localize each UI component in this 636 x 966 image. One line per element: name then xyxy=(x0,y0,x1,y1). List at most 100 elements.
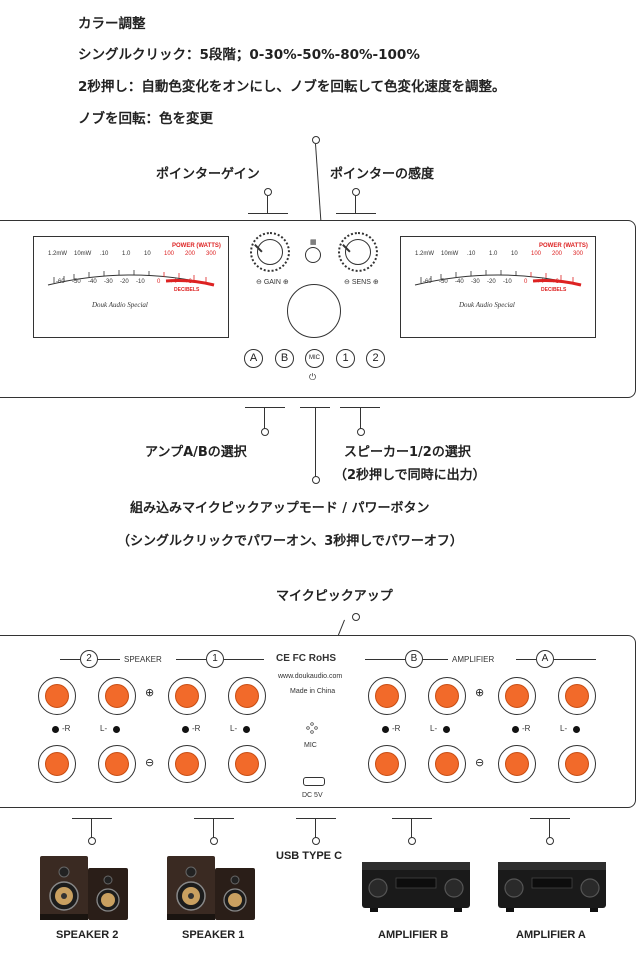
amp-a-r-minus-terminal[interactable] xyxy=(498,745,536,783)
db-label: -10 xyxy=(503,279,512,285)
db-label: 0 xyxy=(524,279,528,285)
vu-meter-right: POWER (WATTS) 1.2mW 10mW .10 1.0 10 100 … xyxy=(400,236,596,338)
color-adjust-button[interactable] xyxy=(305,247,321,263)
speaker-2-caption: SPEAKER 2 xyxy=(56,929,119,941)
tick-label: 200 xyxy=(552,251,563,257)
leader-dot xyxy=(312,837,320,845)
tick-label: 1.0 xyxy=(489,251,498,257)
l-label: L- xyxy=(230,724,238,733)
amp-a-l-plus-terminal[interactable] xyxy=(558,677,596,715)
db-label: -50 xyxy=(439,279,448,285)
knob-body xyxy=(257,239,283,265)
mic-power-button[interactable]: MIC xyxy=(305,349,324,368)
speaker-1-l-plus-terminal[interactable] xyxy=(228,677,266,715)
tick-label: .10 xyxy=(100,251,109,257)
db-label: -40 xyxy=(455,279,464,285)
speaker-2-button[interactable]: 2 xyxy=(366,349,385,368)
group-line xyxy=(224,659,264,661)
speaker-1-r-minus-terminal[interactable] xyxy=(168,745,206,783)
db-label: +4 xyxy=(537,279,544,285)
amp-b-button[interactable]: B xyxy=(275,349,294,368)
group-line xyxy=(176,659,206,661)
speaker-2-r-minus-terminal[interactable] xyxy=(38,745,76,783)
leader-line xyxy=(267,196,269,214)
db-label: +6 xyxy=(185,279,192,285)
leader-dot xyxy=(261,428,269,436)
speaker-2-l-plus-terminal[interactable] xyxy=(98,677,136,715)
tick-label: 10 xyxy=(144,251,151,257)
speaker-1-image xyxy=(167,856,255,920)
leader-line xyxy=(336,213,376,215)
db-label: -40 xyxy=(88,279,97,285)
tick-label: 10mW xyxy=(441,251,459,257)
amp-a-r-plus-terminal[interactable] xyxy=(498,677,536,715)
amplifier-group-label: AMPLIFIER xyxy=(452,655,495,664)
plus-icon: ⊕ xyxy=(145,686,155,699)
sens-text: ⊖ SENS ⊕ xyxy=(344,279,379,286)
db-label: -50 xyxy=(72,279,81,285)
polarity-dot xyxy=(243,726,250,733)
mic-pickup-label: マイクピックアップ xyxy=(276,589,393,604)
tick-label: 1.2mW xyxy=(48,251,68,257)
leader-line xyxy=(91,818,93,838)
group-line xyxy=(98,659,120,661)
speaker-2-badge: 2 xyxy=(80,650,98,668)
hold-text: 2秒押し：自動色変化をオンにし、ノブを回転して色変化速度を調整。 xyxy=(78,79,506,95)
amp-b-l-minus-terminal[interactable] xyxy=(428,745,466,783)
mic-holes-icon xyxy=(306,722,318,734)
amplifier-a-badge: A xyxy=(536,650,554,668)
amplifier-a-image xyxy=(498,862,606,912)
minus-icon: ⊖ xyxy=(475,756,485,769)
tick-label: 10 xyxy=(511,251,518,257)
r-label: -R xyxy=(192,724,201,733)
db-label: -30 xyxy=(104,279,113,285)
speaker-1-button[interactable]: 1 xyxy=(336,349,355,368)
meter-brand: Douk Audio Special xyxy=(459,301,515,309)
l-label: L- xyxy=(430,724,438,733)
tick-label: 200 xyxy=(185,251,196,257)
db-label: -60 xyxy=(423,279,432,285)
amplifier-b-image xyxy=(362,862,470,912)
sens-knob[interactable] xyxy=(338,232,378,272)
leader-dot xyxy=(408,837,416,845)
speaker-2-r-plus-terminal[interactable] xyxy=(38,677,76,715)
tick-label: 1.2mW xyxy=(415,251,435,257)
polarity-dot xyxy=(573,726,580,733)
pointer-sensitivity-label: ポインターの感度 xyxy=(330,167,435,182)
pointer-gain-label: ポインターゲイン xyxy=(156,167,260,182)
leader-dot xyxy=(312,476,320,484)
amp-a-l-minus-terminal[interactable] xyxy=(558,745,596,783)
speaker-1-l-minus-terminal[interactable] xyxy=(228,745,266,783)
l-label: L- xyxy=(560,724,568,733)
polarity-dot xyxy=(512,726,519,733)
amp-b-r-plus-terminal[interactable] xyxy=(368,677,406,715)
certification-marks: CE FC RoHS xyxy=(276,653,336,664)
group-line xyxy=(365,659,405,661)
speaker-1-r-plus-terminal[interactable] xyxy=(168,677,206,715)
leader-line xyxy=(248,213,288,215)
leader-line xyxy=(549,818,551,838)
amp-b-l-plus-terminal[interactable] xyxy=(428,677,466,715)
group-line xyxy=(60,659,80,661)
tick-label: 300 xyxy=(573,251,584,257)
leader-dot xyxy=(546,837,554,845)
group-line xyxy=(423,659,448,661)
decibels-label: DECIBELS xyxy=(541,287,567,293)
amp-b-r-minus-terminal[interactable] xyxy=(368,745,406,783)
knob-body xyxy=(345,239,371,265)
leader-dot xyxy=(88,837,96,845)
group-line xyxy=(554,659,596,661)
leader-dot xyxy=(264,188,272,196)
usb-c-port[interactable] xyxy=(303,777,325,786)
gain-knob[interactable] xyxy=(250,232,290,272)
db-label: +6 xyxy=(552,279,559,285)
speaker-2-l-minus-terminal[interactable] xyxy=(98,745,136,783)
db-label: -30 xyxy=(471,279,480,285)
mic-power-label: 組み込みマイクピックアップモード / パワーボタン xyxy=(130,501,430,516)
amplifier-b-caption: AMPLIFIER B xyxy=(378,929,449,941)
amp-a-button[interactable]: A xyxy=(244,349,263,368)
meter-brand: Douk Audio Special xyxy=(92,301,148,309)
main-volume-knob[interactable] xyxy=(287,284,341,338)
vu-meter-left: POWER (WATTS) 1.2mW 10mW .10 1.0 10 100 … xyxy=(33,236,229,338)
db-label: -20 xyxy=(487,279,496,285)
